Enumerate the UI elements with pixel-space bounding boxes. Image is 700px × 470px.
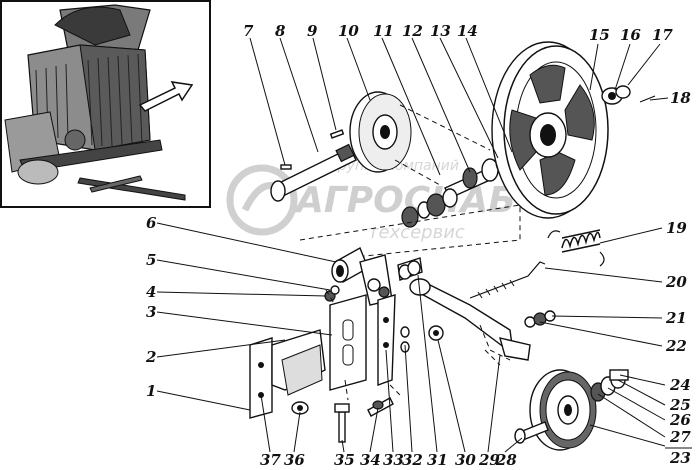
leader-lines — [156, 37, 669, 453]
callout-16: 16 — [620, 26, 641, 44]
callout-33: 33 — [383, 451, 404, 469]
callout-7: 7 — [243, 22, 254, 40]
callout-23: 23 — [669, 449, 691, 467]
callout-6: 6 — [146, 214, 157, 232]
callout-14: 14 — [457, 22, 478, 40]
callout-24: 24 — [669, 376, 691, 394]
watermark-sub: техсервис — [368, 222, 465, 243]
callout-5: 5 — [146, 251, 156, 269]
callout-32: 32 — [402, 451, 423, 469]
callout-22: 22 — [665, 337, 687, 355]
callout-2: 2 — [145, 348, 156, 366]
callout-9: 9 — [307, 22, 318, 40]
callout-10: 10 — [338, 22, 359, 40]
callout-13: 13 — [430, 22, 451, 40]
callout-19: 19 — [666, 219, 687, 237]
drive-wheel — [491, 41, 656, 219]
callout-20: 20 — [665, 273, 687, 291]
callout-1: 1 — [146, 382, 156, 400]
callout-35: 35 — [334, 451, 355, 469]
callout-4: 4 — [146, 283, 156, 301]
tension-spring — [469, 229, 605, 299]
callout-11: 11 — [373, 22, 394, 40]
callout-34: 34 — [360, 451, 381, 469]
idler-pulley — [514, 369, 629, 451]
callout-37: 37 — [260, 451, 281, 469]
callout-28: 28 — [495, 451, 517, 469]
callout-17: 17 — [652, 26, 673, 44]
callout-29: 29 — [478, 451, 500, 469]
tension-lever — [409, 278, 556, 366]
callout-36: 36 — [284, 451, 305, 469]
shaft-assembly — [270, 91, 523, 259]
callout-15: 15 — [589, 26, 610, 44]
callout-25: 25 — [669, 396, 691, 414]
callout-labels: 1 2 3 4 5 6 7 8 9 10 11 12 13 14 15 16 1… — [145, 22, 692, 469]
callout-8: 8 — [275, 22, 286, 40]
callout-18: 18 — [670, 89, 691, 107]
callout-12: 12 — [402, 22, 423, 40]
callout-31: 31 — [427, 451, 448, 469]
callout-26: 26 — [669, 411, 691, 429]
callout-30: 30 — [455, 451, 476, 469]
callout-21: 21 — [665, 309, 687, 327]
callout-3: 3 — [146, 303, 156, 321]
callout-27: 27 — [669, 428, 691, 446]
mount-bracket — [249, 246, 444, 443]
machine-overview-inset — [0, 0, 211, 208]
